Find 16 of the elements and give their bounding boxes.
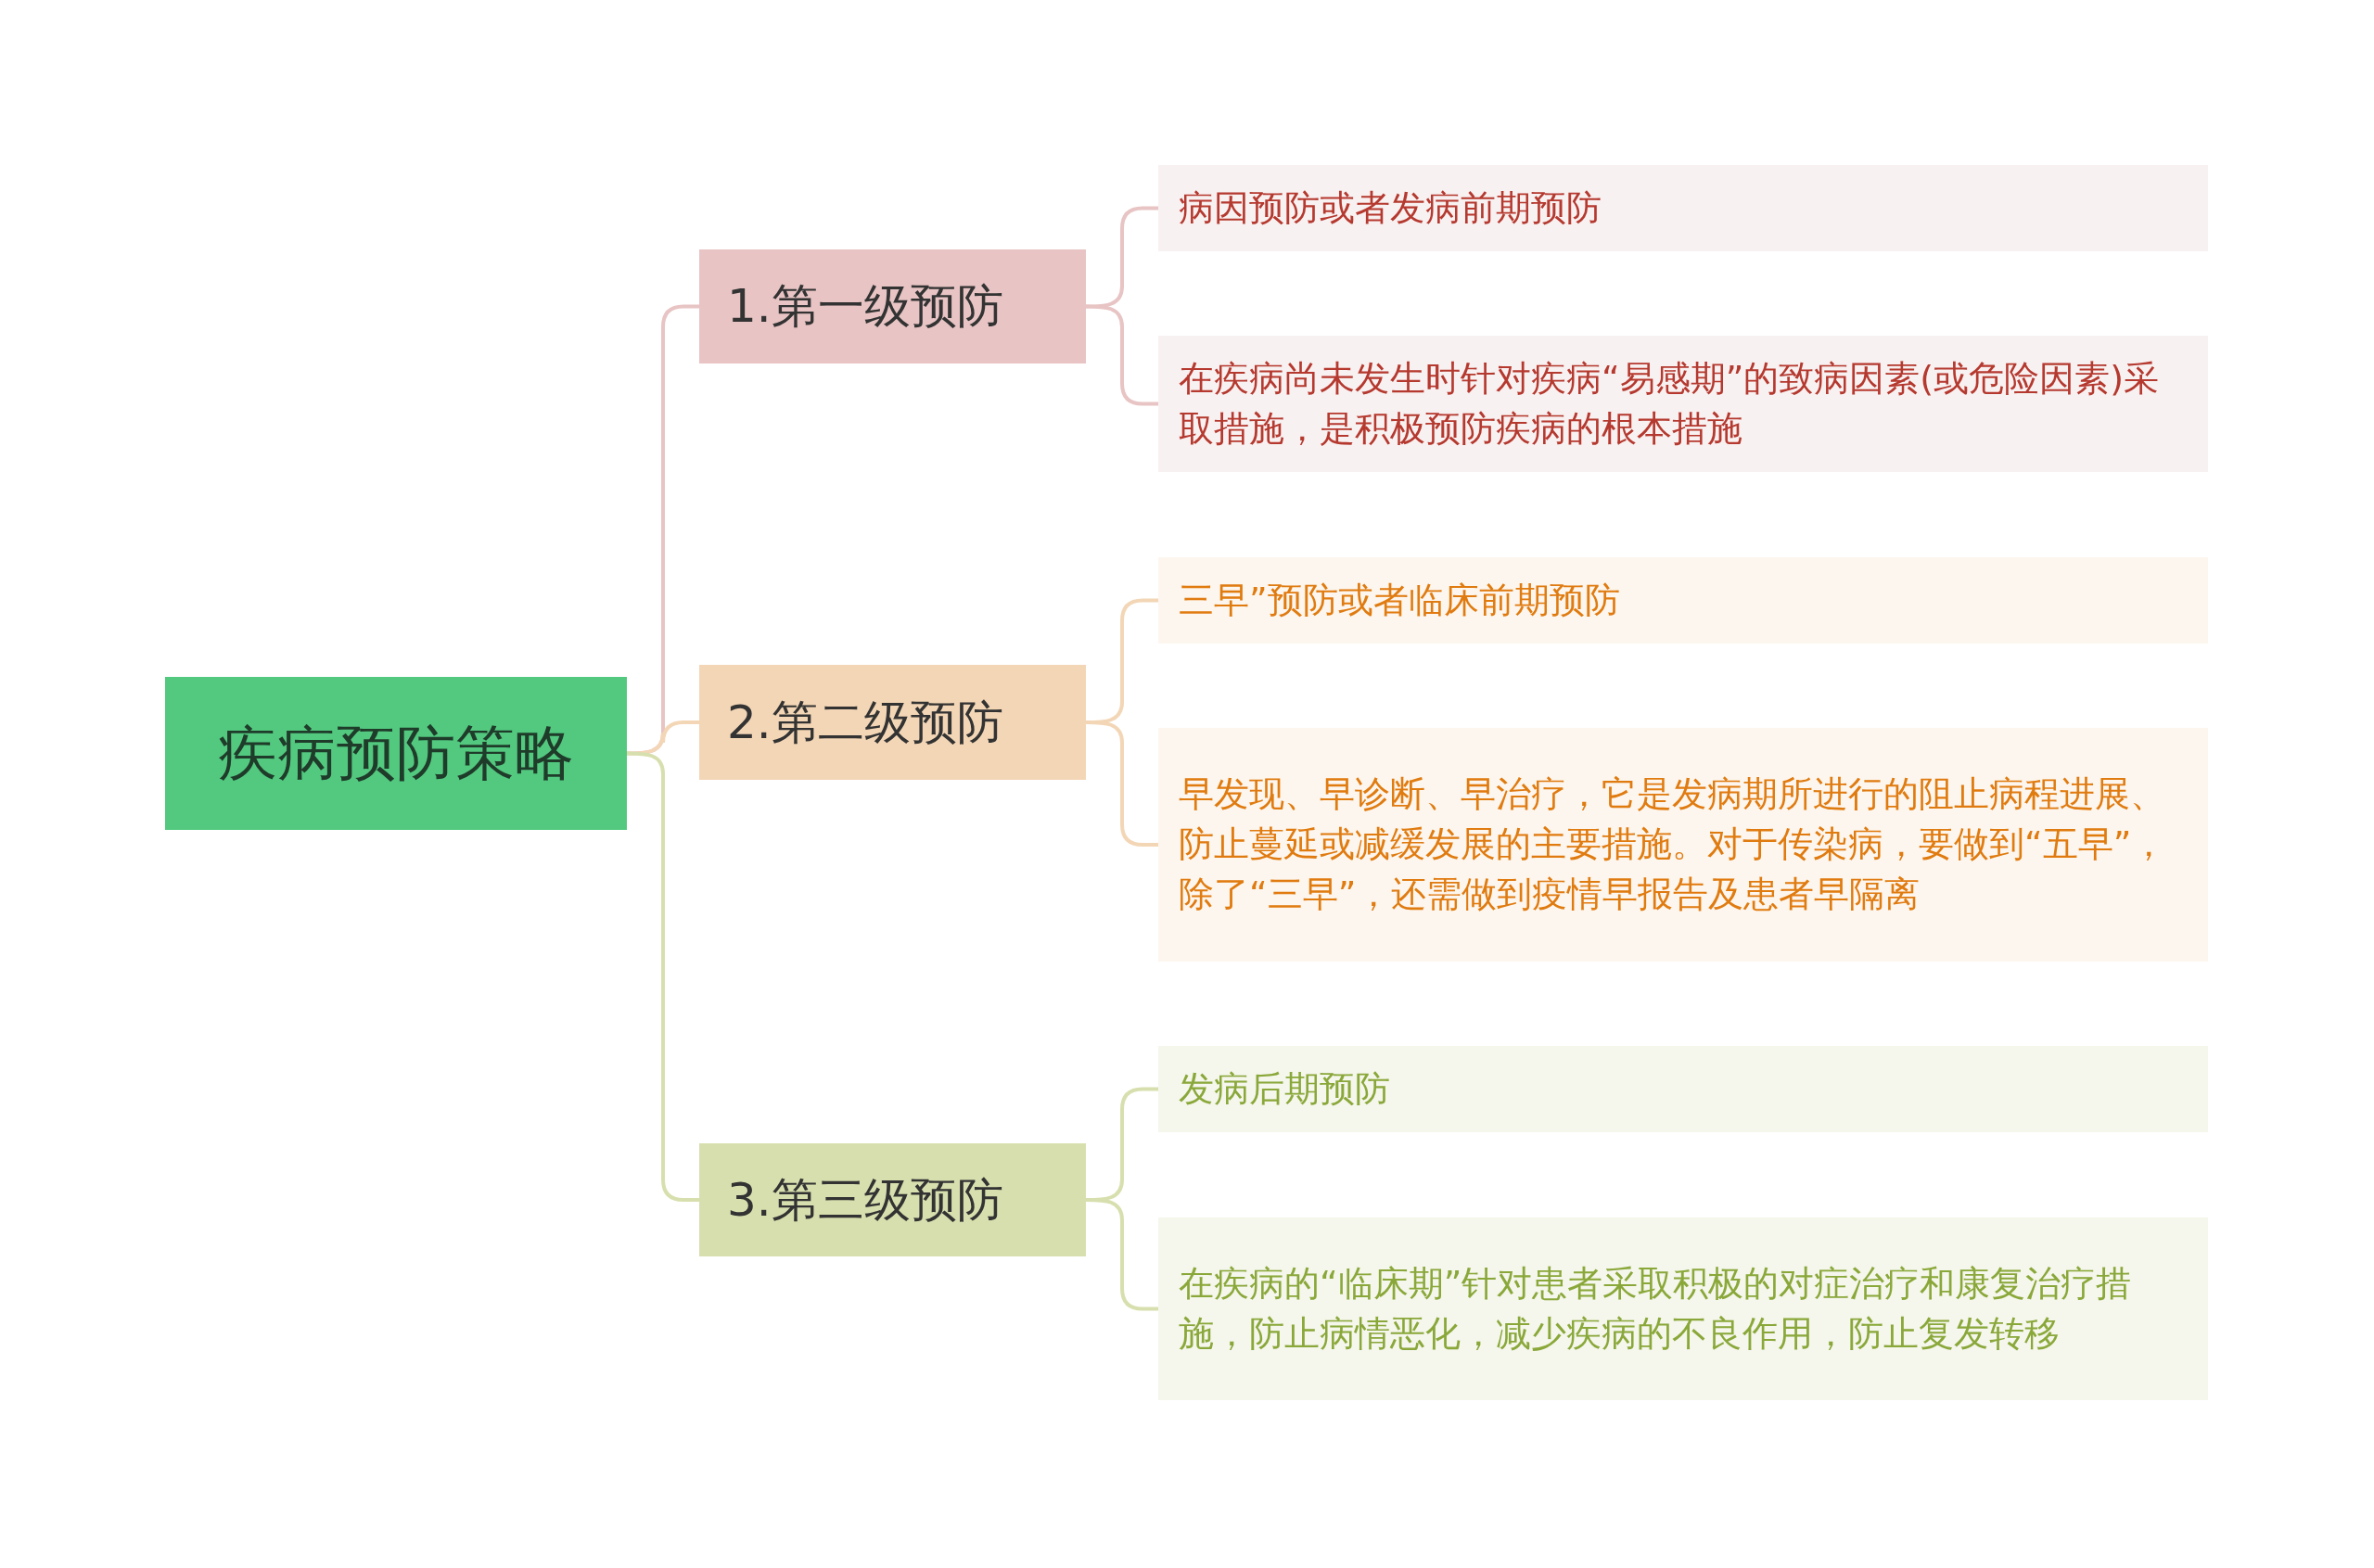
root-topic-box: 疾病预防策略 xyxy=(165,677,627,830)
connector-line xyxy=(627,751,699,1202)
topic-box: 1.第一级预防 xyxy=(699,249,1086,363)
topic-box: 2.第二级预防 xyxy=(699,665,1086,780)
subtopic-box: 在疾病的“临床期”针对患者采取积极的对症治疗和康复治疗措施，防止病情恶化，减少疾病的不良作用，防止复发转移 xyxy=(1158,1217,2208,1400)
subtopic-box: 在疾病尚未发生时针对疾病“易感期”的致病因素(或危险因素)采取措施，是积极预防疾病的根本措施 xyxy=(1158,336,2208,472)
connector-line xyxy=(1086,1198,1158,1311)
subtopic-box: 发病后期预防 xyxy=(1158,1046,2208,1132)
topic-box: 3.第三级预防 xyxy=(699,1143,1086,1256)
subtopic-box: 三早”预防或者临床前期预防 xyxy=(1158,557,2208,644)
subtopic-box: 早发现、早诊断、早治疗，它是发病期所进行的阻止病程进展、防止蔓延或减缓发展的主要措施。对于传染病，要做到“五早”，除了“三早”，还需做到疫情早报告及患者早隔离 xyxy=(1158,728,2208,962)
connector-line xyxy=(1086,720,1158,847)
connector-line xyxy=(1086,304,1158,406)
connector-line xyxy=(1086,206,1158,309)
subtopic-box: 病因预防或者发病前期预防 xyxy=(1158,165,2208,251)
connector-line xyxy=(627,720,699,756)
